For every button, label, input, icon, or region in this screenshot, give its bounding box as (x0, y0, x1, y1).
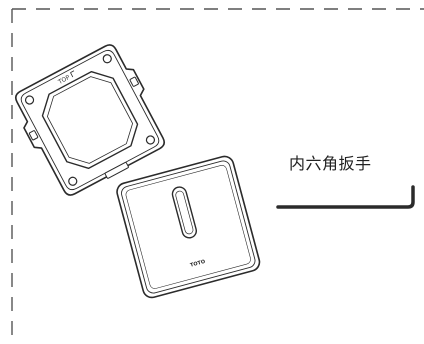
hex-wrench-label: 内六角扳手 (289, 154, 372, 173)
sensor-panel: TOTO (116, 155, 261, 299)
screw-hole-icon (102, 54, 112, 64)
screw-hole-icon (24, 95, 35, 105)
dashed-border (11, 8, 424, 344)
screw-hole-icon (68, 176, 78, 186)
screw-hole-icon (145, 135, 156, 145)
mounting-plate: TOP (14, 44, 166, 196)
hex-wrench (276, 185, 415, 209)
brand-logo: TOTO (190, 259, 206, 269)
